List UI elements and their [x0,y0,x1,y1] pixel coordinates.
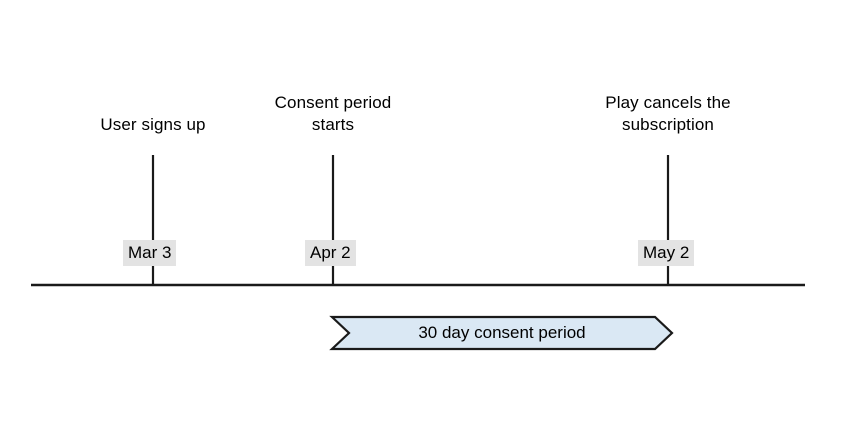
consent-period-banner-shape [329,315,674,351]
event-date-chip-consent-start: Apr 2 [305,240,356,266]
consent-period-banner-label: 30 day consent period [418,323,586,342]
event-date-chip-signup: Mar 3 [123,240,177,266]
event-caption-play-cancels: Play cancels the subscription [605,93,731,134]
event-caption-signup: User signs up [100,115,206,134]
event-date-chip-play-cancels: May 2 [638,240,695,266]
event-caption-consent-start: Consent period starts [274,93,392,134]
